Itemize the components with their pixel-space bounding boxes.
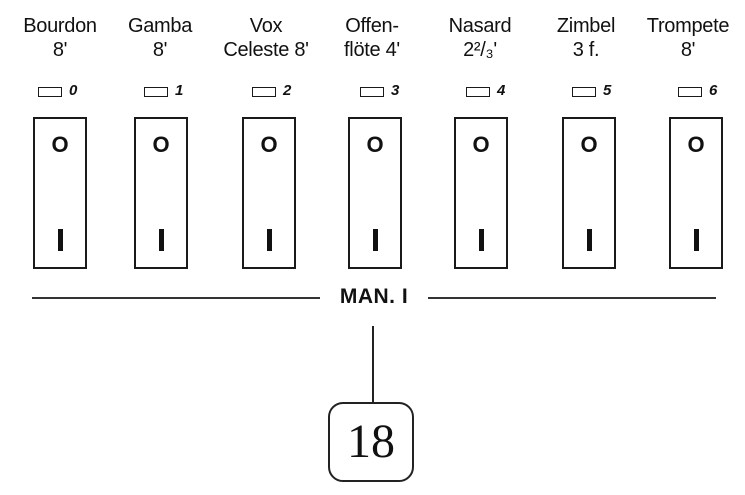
rocker-switch-vox-celeste[interactable]: O xyxy=(242,117,296,269)
indicator-led-icon xyxy=(572,87,596,97)
rocker-switch-trompete[interactable]: O xyxy=(669,117,723,269)
indicator-led-icon xyxy=(38,87,62,97)
on-symbol-icon xyxy=(266,229,272,251)
stop-index: 0 xyxy=(69,82,78,99)
indicator-led-icon xyxy=(678,87,702,97)
callout-number-box: 18 xyxy=(328,402,414,482)
stop-index: 5 xyxy=(603,82,612,99)
callout-leader-line xyxy=(372,326,374,404)
stop-index: 3 xyxy=(391,82,400,99)
on-symbol-icon xyxy=(158,229,164,251)
off-symbol: O xyxy=(152,132,170,157)
manual-divider-left xyxy=(32,297,320,299)
on-symbol-icon xyxy=(57,229,63,251)
on-symbol-icon xyxy=(478,229,484,251)
rocker-switch-bourdon[interactable]: O xyxy=(33,117,87,269)
rocker-switch-gamba[interactable]: O xyxy=(134,117,188,269)
indicator-led-icon xyxy=(466,87,490,97)
rocker-switch-zimbel[interactable]: O xyxy=(562,117,616,269)
indicator-led-icon xyxy=(252,87,276,97)
stop-name-offenfloete: Offen-flöte 4' xyxy=(344,15,400,61)
stop-offenfloete: Offen-flöte 4' 3 O xyxy=(322,0,422,280)
indicator-led-icon xyxy=(144,87,168,97)
rocker-switch-offenfloete[interactable]: O xyxy=(348,117,402,269)
manual-label: MAN. I xyxy=(339,285,409,308)
stop-index: 6 xyxy=(709,82,718,99)
indicator-led-icon xyxy=(360,87,384,97)
off-symbol: O xyxy=(260,132,278,157)
on-symbol-icon xyxy=(693,229,699,251)
on-symbol-icon xyxy=(586,229,592,251)
off-symbol: O xyxy=(687,132,705,157)
off-symbol: O xyxy=(472,132,490,157)
off-symbol: O xyxy=(51,132,69,157)
rocker-switch-nasard[interactable]: O xyxy=(454,117,508,269)
off-symbol: O xyxy=(366,132,384,157)
stop-index: 4 xyxy=(497,82,506,99)
stop-index: 1 xyxy=(175,82,184,99)
manual-divider-right xyxy=(428,297,716,299)
stop-index: 2 xyxy=(283,82,292,99)
off-symbol: O xyxy=(580,132,598,157)
on-symbol-icon xyxy=(372,229,378,251)
